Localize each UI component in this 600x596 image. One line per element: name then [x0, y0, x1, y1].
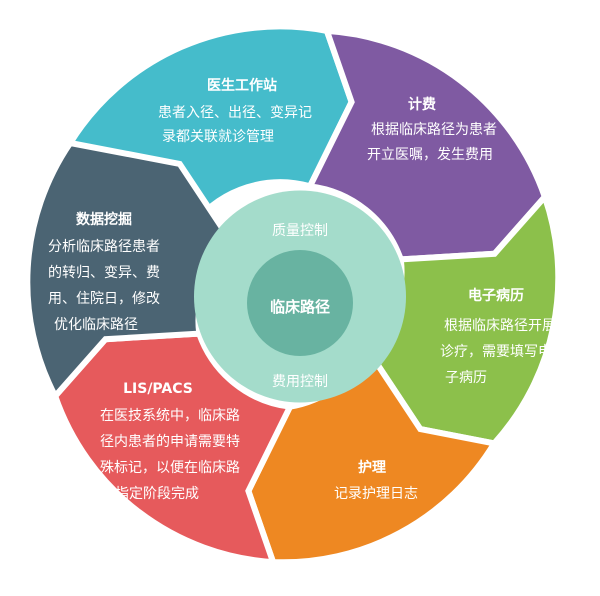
segment-data-mining-line-3: 用、住院日，修改 [48, 291, 160, 307]
segment-doctor-workstation-line-1: 患者入径、出径、变异记 [158, 105, 312, 121]
center-title: 临床路径 [270, 298, 330, 316]
segment-data-mining-title: 数据挖掘 [76, 211, 132, 228]
center-hub [247, 250, 353, 356]
center-bottom-label: 费用控制 [272, 374, 328, 390]
segment-data-mining: 数据挖掘 分析临床路径患者 的转归、变异、费 用、住院日，修改 优化临床路径 [24, 139, 236, 402]
segment-billing-line-2: 开立医嘱，发生费用 [367, 147, 493, 163]
segment-lis-pacs-line-1: 在医技系统中，临床路 [100, 408, 240, 424]
segment-emr-line-3: 子病历 [445, 370, 487, 386]
center-top-label: 质量控制 [272, 223, 328, 239]
segment-billing-title: 计费 [408, 96, 436, 113]
segment-data-mining-line-2: 的转归、变异、费 [48, 264, 160, 281]
segment-lis-pacs-shape [51, 330, 295, 566]
segment-nursing-title: 护理 [358, 459, 386, 476]
segment-billing: 计费 根据临床路径为患者 开立医嘱，发生费用 [305, 27, 549, 263]
segment-emr-line-1: 根据临床路径开展 [444, 318, 556, 334]
segment-billing-line-1: 根据临床路径为患者 [371, 122, 497, 138]
segment-lis-pacs-title: LIS/PACS [123, 381, 193, 397]
segment-lis-pacs-line-2: 径内患者的申请需要特 [100, 434, 240, 450]
segment-billing-shape [305, 27, 549, 263]
segment-emr-line-2: 诊疗，需要填写电 [440, 344, 552, 360]
segment-lis-pacs-line-3: 殊标记，以便在临床路 [100, 460, 240, 476]
segment-data-mining-line-4: 优化临床路径 [54, 317, 138, 333]
segment-doctor-workstation-title: 医生工作站 [207, 77, 277, 94]
segment-data-mining-line-1: 分析临床路径患者 [48, 239, 160, 255]
segment-lis-pacs: LIS/PACS 在医技系统中，临床路 径内患者的申请需要特 殊标记，以便在临床… [51, 330, 295, 566]
segment-emr-title: 电子病历 [468, 287, 524, 304]
segment-lis-pacs-line-4: 径指定阶段完成 [101, 486, 199, 502]
segment-nursing-line-1: 记录护理日志 [334, 486, 418, 502]
segment-doctor-workstation-line-2: 录都关联就诊管理 [162, 129, 274, 145]
